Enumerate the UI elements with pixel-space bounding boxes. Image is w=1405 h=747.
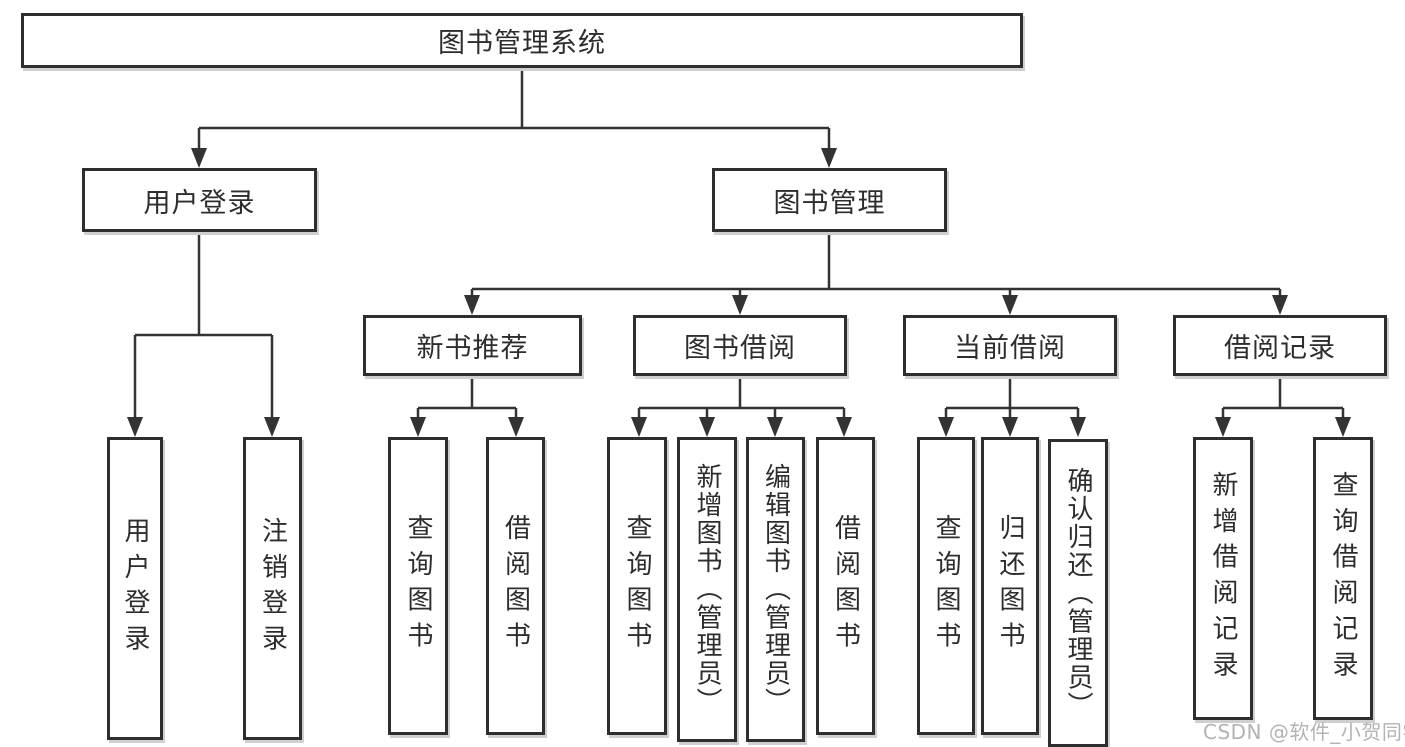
node-book-borrow: 图书借阅 (633, 315, 847, 376)
csdn-watermark: CSDN @软件_小贺同学 (1203, 720, 1405, 744)
arrowheads (127, 148, 1351, 437)
leaf-borrow-borrow-books: 借阅图书 (816, 437, 875, 735)
leaf-newbook-query-books: 查询图书 (388, 437, 448, 735)
leaf-current-query-books-label: 查询图书 (931, 514, 961, 658)
leaf-borrow-add-books-admin-label: 新增图书（管理员） (692, 463, 722, 716)
node-current-borrow: 当前借阅 (903, 315, 1117, 376)
leaf-user-login: 用户登录 (107, 437, 163, 740)
node-user-login: 用户登录 (82, 168, 317, 232)
node-user-login-label: 用户登录 (143, 187, 256, 219)
leaf-records-query-record: 查询借阅记录 (1313, 437, 1373, 720)
node-book-management: 图书管理 (712, 168, 947, 232)
node-current-borrow-label: 当前借阅 (954, 333, 1066, 364)
leaf-borrow-borrow-books-label: 借阅图书 (830, 514, 861, 658)
leaf-records-query-record-label: 查询借阅记录 (1328, 470, 1358, 687)
leaf-newbook-borrow-books-label: 借阅图书 (500, 514, 531, 658)
leaf-records-add-record: 新增借阅记录 (1193, 437, 1253, 720)
leaf-newbook-borrow-books: 借阅图书 (486, 437, 545, 735)
leaf-user-login-label: 用户登录 (120, 516, 150, 661)
node-borrow-records-label: 借阅记录 (1224, 333, 1336, 364)
leaf-current-return-books-label: 归还图书 (995, 514, 1025, 658)
node-book-management-label: 图书管理 (773, 187, 886, 219)
node-library-system-label: 图书管理系统 (438, 28, 606, 59)
leaf-borrow-edit-books-admin-label: 编辑图书（管理员） (760, 463, 791, 716)
leaf-records-add-record-label: 新增借阅记录 (1208, 470, 1238, 687)
leaf-borrow-edit-books-admin: 编辑图书（管理员） (746, 437, 805, 742)
node-new-book-recommend: 新书推荐 (363, 315, 582, 376)
node-borrow-records: 借阅记录 (1173, 315, 1387, 376)
leaf-borrow-add-books-admin: 新增图书（管理员） (677, 437, 737, 742)
node-library-system: 图书管理系统 (21, 13, 1023, 68)
node-new-book-recommend-label: 新书推荐 (416, 333, 529, 364)
leaf-logout: 注销登录 (243, 437, 302, 740)
leaf-logout-label: 注销登录 (257, 516, 288, 661)
leaf-borrow-query-books: 查询图书 (607, 437, 667, 735)
leaf-current-confirm-return-admin: 确认归还（管理员） (1048, 439, 1108, 747)
leaf-current-query-books: 查询图书 (917, 437, 975, 735)
leaf-newbook-query-books-label: 查询图书 (403, 514, 433, 658)
leaf-borrow-query-books-label: 查询图书 (622, 514, 652, 658)
leaf-current-return-books: 归还图书 (981, 437, 1039, 735)
node-book-borrow-label: 图书借阅 (684, 333, 796, 364)
leaf-current-confirm-return-admin-label: 确认归还（管理员） (1063, 466, 1093, 720)
